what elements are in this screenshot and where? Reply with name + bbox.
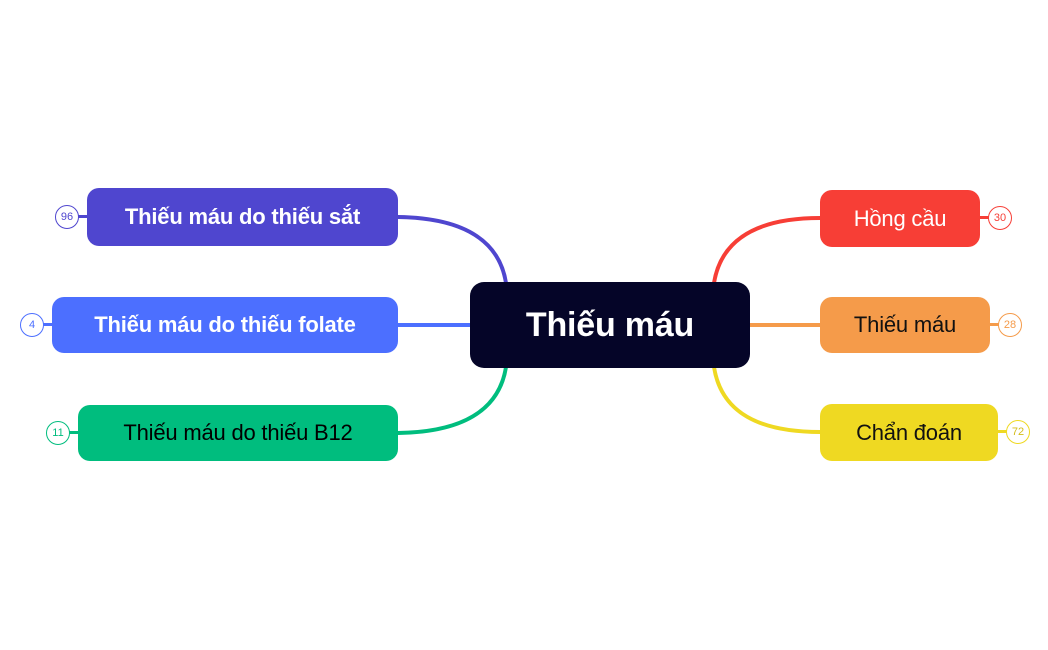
node-folate-deficiency-anemia[interactable]: Thiếu máu do thiếu folate <box>52 297 398 353</box>
badge-stub-iron <box>78 215 90 218</box>
badge-count-iron[interactable]: 96 <box>55 205 79 229</box>
connector-root-to-diagnosis <box>712 365 822 434</box>
badge-count-rbc[interactable]: 30 <box>988 206 1012 230</box>
badge-stub-rbc <box>977 216 989 219</box>
node-diagnosis[interactable]: Chẩn đoán <box>820 404 998 461</box>
node-anemia-label: Thiếu máu <box>853 312 957 337</box>
badge-count-b12[interactable]: 11 <box>46 421 70 445</box>
node-b12-deficiency-anemia[interactable]: Thiếu máu do thiếu B12 <box>78 405 398 461</box>
node-anemia[interactable]: Thiếu máu <box>820 297 990 353</box>
node-b12-label: Thiếu máu do thiếu B12 <box>123 420 353 445</box>
node-iron-deficiency-anemia[interactable]: Thiếu máu do thiếu sắt <box>87 188 398 246</box>
connector-root-to-iron <box>396 215 508 285</box>
badge-count-anemia[interactable]: 28 <box>998 313 1022 337</box>
badge-stub-b12 <box>69 431 81 434</box>
node-root[interactable]: Thiếu máu <box>470 282 750 368</box>
node-diagnosis-label: Chẩn đoán <box>856 419 962 445</box>
node-iron-label: Thiếu máu do thiếu sắt <box>124 204 361 229</box>
badge-stub-anemia <box>987 323 999 326</box>
connector-root-to-b12 <box>396 365 508 435</box>
badge-count-diagnosis[interactable]: 72 <box>1006 420 1030 444</box>
node-rbc-label: Hồng cầu <box>853 205 947 231</box>
node-red-blood-cell[interactable]: Hồng cầu <box>820 190 980 247</box>
badge-count-folate[interactable]: 4 <box>20 313 44 337</box>
badge-stub-folate <box>43 323 55 326</box>
node-folate-label: Thiếu máu do thiếu folate <box>94 312 356 337</box>
badge-stub-diagnosis <box>995 430 1007 433</box>
connector-root-to-rbc <box>712 216 822 285</box>
node-root-label: Thiếu máu <box>525 305 695 344</box>
